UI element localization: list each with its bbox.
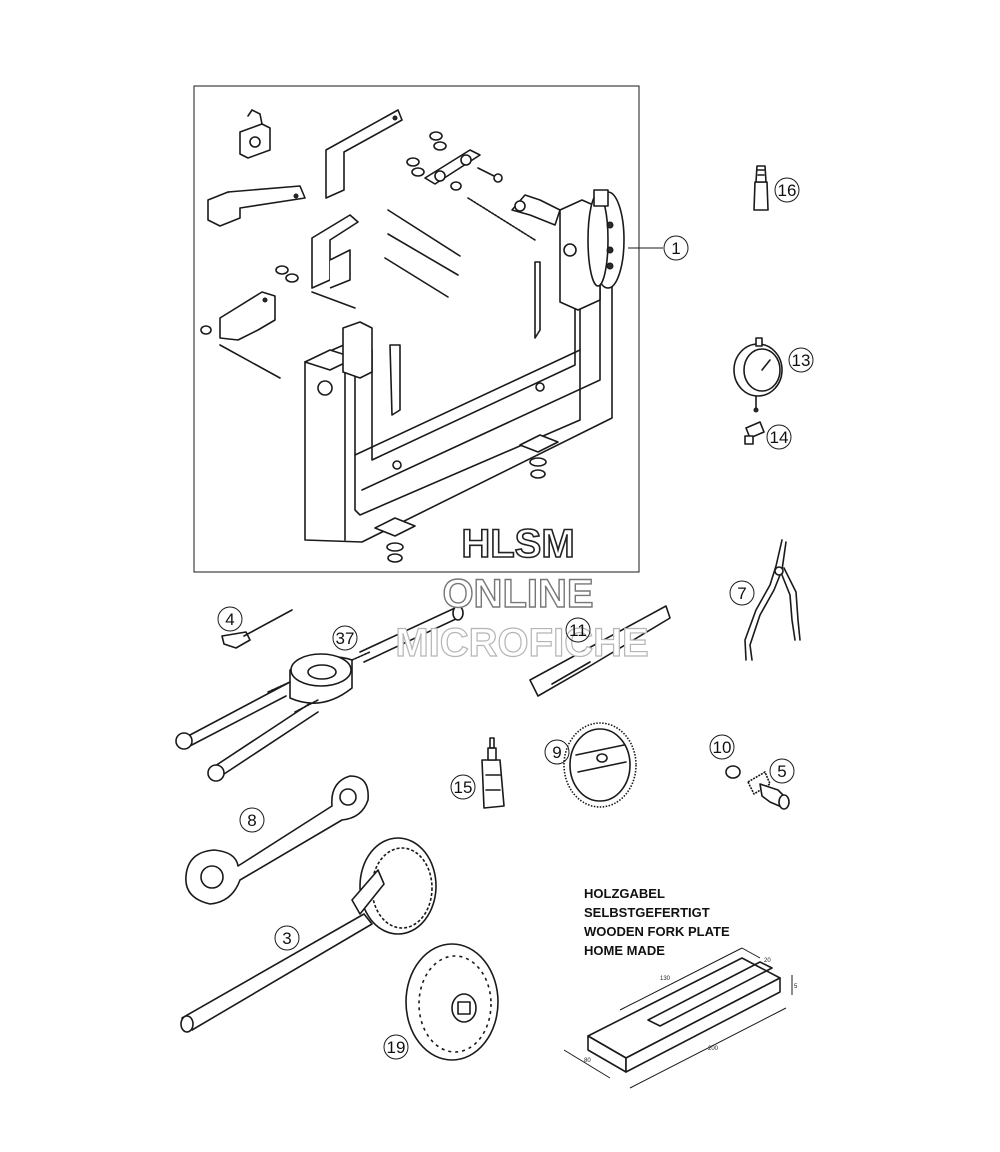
item-10-nut-drawing	[725, 765, 741, 779]
callout-1-circle	[663, 235, 689, 261]
callout-5: 5	[777, 762, 786, 781]
callout-3: 3	[282, 929, 291, 948]
fork-plate-drawing	[563, 947, 793, 1089]
callout-10-circle	[709, 734, 735, 760]
callout-10: 10	[713, 738, 732, 757]
dim-width-top: 20	[764, 958, 771, 964]
item-16-drawing	[753, 165, 769, 211]
stand-hardware-drawing	[200, 109, 503, 379]
engine-stand-drawing	[304, 189, 625, 563]
callout-14-circle	[766, 424, 792, 450]
callout-11: 11	[569, 621, 587, 640]
fork-plate-note-line-3: WOODEN FORK PLATE	[584, 924, 730, 939]
callout-13-circle	[788, 347, 814, 373]
callout-19-circle	[383, 1034, 409, 1060]
callout-8: 8	[247, 811, 256, 830]
item-3-clutch-holder-drawing	[180, 837, 437, 1033]
callout-1: 1	[671, 239, 680, 258]
callout-7-circle	[729, 580, 755, 606]
callout-9: 9	[552, 743, 561, 762]
watermark: HLSM ONLINE MICROFICHE	[395, 521, 650, 665]
fork-plate-note-line-1: HOLZGABEL	[584, 886, 665, 901]
dim-length-bottom: 200	[708, 1046, 719, 1052]
dim-length-top: 130	[660, 976, 671, 982]
callout-7: 7	[737, 584, 746, 603]
fork-plate-note-line-2: SELBSTGEFERTIGT	[584, 905, 710, 920]
item-19-flywheel-tool-drawing	[405, 943, 499, 1061]
callout-16-circle	[774, 177, 800, 203]
callout-15: 15	[454, 778, 473, 797]
fork-plate-note: HOLZGABEL SELBSTGEFERTIGT WOODEN FORK PL…	[584, 886, 730, 958]
watermark-line-1: HLSM	[461, 522, 574, 566]
dim-width-bottom: 80	[584, 1058, 591, 1064]
item-7-pliers-drawing	[744, 539, 801, 661]
item-13-dial-gauge-drawing	[733, 337, 783, 413]
fork-plate-note-line-4: HOME MADE	[584, 943, 665, 958]
item-9-degree-disc-drawing	[563, 722, 637, 808]
callout-3-circle	[274, 925, 300, 951]
callout-5-circle	[769, 758, 795, 784]
callout-19: 19	[387, 1038, 406, 1057]
callout-11-circle	[565, 617, 591, 643]
callout-8-circle	[239, 807, 265, 833]
item-5-adapter-drawing	[747, 771, 790, 810]
item-8-wrench-drawing	[185, 775, 369, 905]
callout-9-circle	[544, 739, 570, 765]
watermark-line-2: ONLINE	[442, 572, 593, 616]
callout-16: 16	[778, 181, 797, 200]
callout-14: 14	[770, 428, 789, 447]
callout-37: 37	[336, 629, 355, 648]
callout-15-circle	[450, 774, 476, 800]
callout-37-circle	[332, 625, 358, 651]
callout-4-circle	[217, 606, 243, 632]
dim-height: 5	[794, 984, 798, 990]
item-4-drawing	[221, 609, 293, 649]
watermark-line-3: MICROFICHE	[395, 621, 648, 665]
callout-4: 4	[225, 610, 234, 629]
item-14-adapter-drawing	[744, 421, 765, 445]
item-1-frame	[193, 85, 640, 573]
callout-13: 13	[792, 351, 811, 370]
item-11-blade-drawing	[529, 605, 671, 697]
item-15-bottle-drawing	[481, 737, 505, 809]
item-37-puller-drawing	[175, 605, 464, 782]
